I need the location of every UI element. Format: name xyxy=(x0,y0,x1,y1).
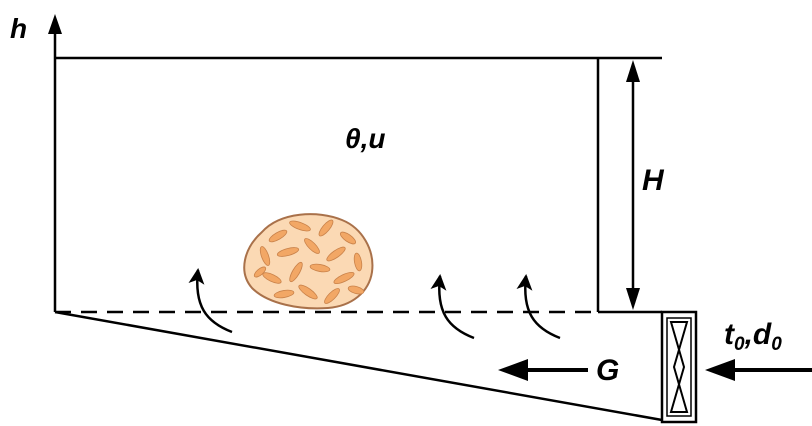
h-axis-arrowhead xyxy=(48,14,62,34)
height-arrow-bottom xyxy=(626,288,640,310)
airflow-arrow-3 xyxy=(516,274,561,340)
flow-label: G xyxy=(596,354,619,387)
h-axis-label: h xyxy=(10,13,27,44)
inlet-separator: , xyxy=(744,318,753,351)
height-arrow-top xyxy=(626,60,640,82)
flow-arrowhead xyxy=(498,359,528,381)
inlet-conditions-label: t0,d0 xyxy=(724,318,782,355)
state-label: θ,u xyxy=(345,123,386,154)
inlet-humidity-symbol: d xyxy=(753,318,772,351)
inlet-temp-subscript: 0 xyxy=(734,334,745,355)
inlet-temp-symbol: t xyxy=(724,318,736,351)
airflow-arrow-1 xyxy=(188,268,233,334)
airflow-arrow-2 xyxy=(430,274,475,340)
plenum-bottom-line xyxy=(54,310,663,422)
inlet-humidity-subscript: 0 xyxy=(771,334,782,355)
inlet-arrowhead xyxy=(705,359,735,381)
fan-icon xyxy=(660,310,698,424)
height-label: H xyxy=(642,164,665,197)
grain-pile-icon xyxy=(243,213,374,310)
